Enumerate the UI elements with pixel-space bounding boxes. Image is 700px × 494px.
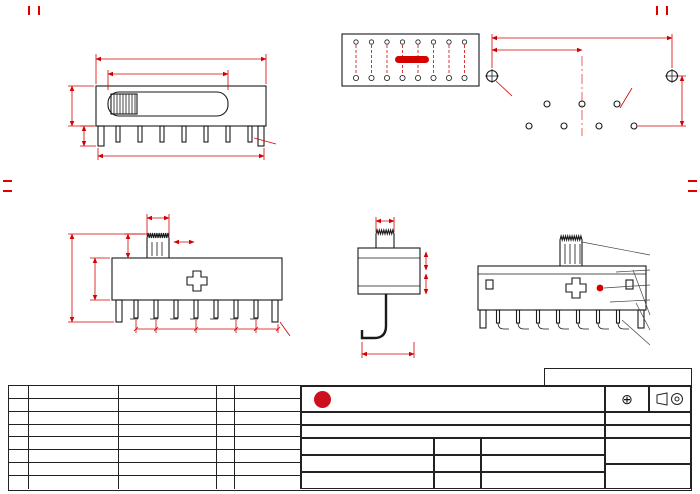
- bom-header-part: [29, 475, 119, 489]
- projection-symbol-cell: ⊕: [605, 386, 649, 412]
- switch-body-front: [95, 85, 267, 147]
- regmark-left: [3, 180, 12, 192]
- bom-part: [29, 386, 119, 399]
- bom-no: [9, 398, 29, 412]
- callout-leader-lines: [581, 241, 651, 346]
- bom-finish: [235, 450, 301, 464]
- rev-cell: [301, 472, 434, 489]
- bom-part: [29, 411, 119, 425]
- bom-finish: [235, 398, 301, 412]
- bom-part: [29, 424, 119, 438]
- bom-row: [9, 463, 301, 476]
- bom-material: [119, 398, 217, 412]
- third-angle-projection-icon: [656, 392, 683, 406]
- bom-qty: [217, 424, 235, 438]
- bom-material: [119, 437, 217, 451]
- bom-material: [119, 411, 217, 425]
- front-view-drawing: [68, 54, 277, 160]
- company-banner: [301, 386, 605, 412]
- bom-qty: [217, 450, 235, 464]
- pcb-layout-drawing: [485, 34, 686, 136]
- tolerance-over-cell: [605, 464, 691, 489]
- end-and-callout-drawing: [357, 217, 651, 358]
- schematic-terminals: [352, 39, 468, 82]
- bom-finish: [235, 386, 301, 399]
- pcb-dim-lines: [491, 34, 686, 127]
- regmark-right: [688, 180, 697, 192]
- callout-view-body: [477, 233, 647, 330]
- bom-part: [29, 398, 119, 412]
- chkd-cell: [434, 455, 481, 472]
- bom-finish: [235, 424, 301, 438]
- critical-dimension-note: [544, 368, 692, 386]
- bom-header-row: [9, 475, 301, 489]
- regmark-top-left: [28, 6, 40, 15]
- end-view-dim-lines: [361, 217, 429, 358]
- bom-material: [119, 386, 217, 399]
- bom-material: [119, 424, 217, 438]
- title-block: ⊕: [8, 385, 692, 491]
- bom-part: [29, 437, 119, 451]
- bom-table: [9, 386, 301, 489]
- bom-no: [9, 386, 29, 399]
- switch-body-side: [111, 232, 283, 323]
- unit-cell: [301, 438, 434, 455]
- bom-no: [9, 411, 29, 425]
- bom-row: [9, 450, 301, 464]
- side-view-drawing: [68, 214, 291, 337]
- bom-header-finish: [235, 475, 301, 489]
- bom-row: [9, 411, 301, 425]
- bom-header-qty: [217, 475, 235, 489]
- bom-row: [9, 398, 301, 412]
- schematic-drawing: [341, 33, 480, 87]
- projection-symbol-cell-2: [649, 386, 691, 412]
- appd-cell: [434, 472, 481, 489]
- steel-ball-marker: [596, 284, 604, 292]
- bom-material: [119, 450, 217, 464]
- bom-qty: [217, 437, 235, 451]
- bom-finish: [235, 437, 301, 451]
- bom-no: [9, 450, 29, 464]
- chkd-signature-cell: [481, 455, 605, 472]
- bom-row: [9, 386, 301, 399]
- bom-row: [9, 424, 301, 438]
- company-logo: [314, 390, 331, 408]
- dwn-signature-cell: [481, 438, 605, 455]
- part-name-cell: [301, 425, 605, 438]
- bom-qty: [217, 463, 235, 476]
- bom-finish: [235, 463, 301, 476]
- front-view-dim-lines: [68, 54, 277, 160]
- bom-no: [9, 424, 29, 438]
- general-tolerance-cell: [605, 425, 691, 438]
- schematic-slider-bar: [395, 56, 429, 63]
- appd-signature-cell: [481, 472, 605, 489]
- bom-qty: [217, 386, 235, 399]
- schematic-frame: [341, 33, 480, 87]
- tolerance-within-cell: [605, 438, 691, 464]
- regmark-top-right: [656, 6, 668, 15]
- side-view-dim-lines: [68, 214, 291, 337]
- bom-header-material: [119, 475, 217, 489]
- series-cell: [301, 412, 605, 425]
- first-angle-projection-icon: ⊕: [621, 390, 633, 407]
- bom-no: [9, 437, 29, 451]
- bom-qty: [217, 411, 235, 425]
- bom-no: [9, 463, 29, 476]
- end-view-body: [357, 227, 421, 340]
- scale-cell: [301, 455, 434, 472]
- drawing-no-cell: [605, 412, 691, 425]
- dwn-cell: [434, 438, 481, 455]
- bom-finish: [235, 411, 301, 425]
- pcb-holes: [485, 69, 679, 130]
- bom-header-no: [9, 475, 29, 489]
- bom-qty: [217, 398, 235, 412]
- bom-material: [119, 463, 217, 476]
- bom-part: [29, 450, 119, 464]
- bom-part: [29, 463, 119, 476]
- bom-row: [9, 437, 301, 451]
